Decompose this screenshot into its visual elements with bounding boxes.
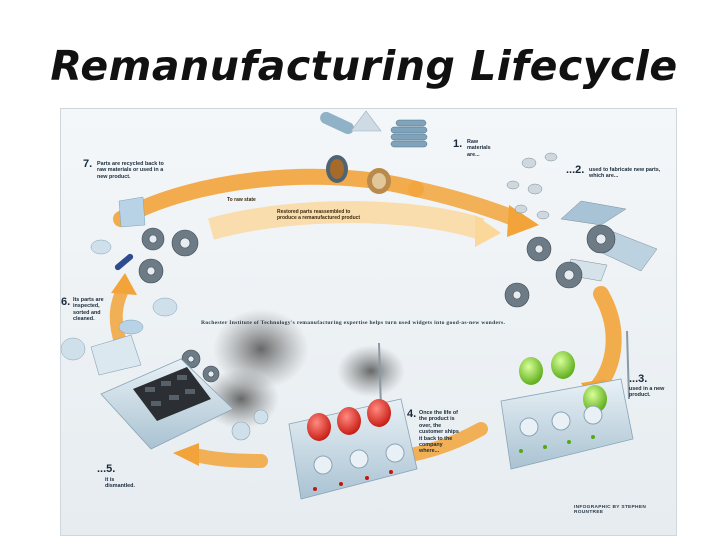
cycle-arrows (109, 168, 622, 473)
step-6-number: 6. (61, 296, 71, 308)
raw-materials (320, 110, 428, 194)
returned-device (288, 342, 418, 500)
step-4-number: 4. (407, 408, 417, 420)
step-2-text: used to fabricate new parts, which are..… (589, 167, 661, 180)
cleaned-parts (61, 196, 178, 361)
step-7-text: Parts are recycled back to raw materials… (97, 161, 164, 180)
dismantled-device (90, 334, 269, 450)
step-3-text: used in a new product. (629, 386, 665, 399)
step-2-number: ...2. (566, 164, 585, 176)
restore-arc-head (475, 215, 501, 247)
step-7-number: 7. (83, 158, 93, 170)
step-4-text: Once the life of the product is over, th… (419, 410, 459, 455)
gears (138, 224, 616, 383)
infographic-artwork (61, 109, 676, 535)
arc-label-restored: Restored parts reassembled to produce a … (277, 209, 361, 221)
step-3-number: ...3. (629, 373, 648, 385)
smoke (203, 309, 405, 429)
arc-label-raw: To raw state (227, 197, 256, 203)
credit: INFOGRAPHIC BY STEPHEN ROUNTREE (574, 505, 647, 515)
step-1-text: Raw materials are... (467, 139, 491, 158)
step-1-number: 1. (453, 138, 463, 150)
infographic-panel: 1. Raw materials are... ...2. used to fa… (60, 108, 677, 536)
restore-arc (208, 201, 485, 240)
tagline: Rochester Institute of Technology's rema… (201, 320, 506, 326)
step-5-number: ...5. (97, 463, 116, 475)
new-device (500, 330, 634, 470)
step-5-text: it is dismantled. (105, 477, 135, 490)
step-6-text: Its parts are inspected, sorted and clea… (73, 297, 104, 323)
slide-title: Remanufacturing Lifecycle (50, 42, 678, 90)
